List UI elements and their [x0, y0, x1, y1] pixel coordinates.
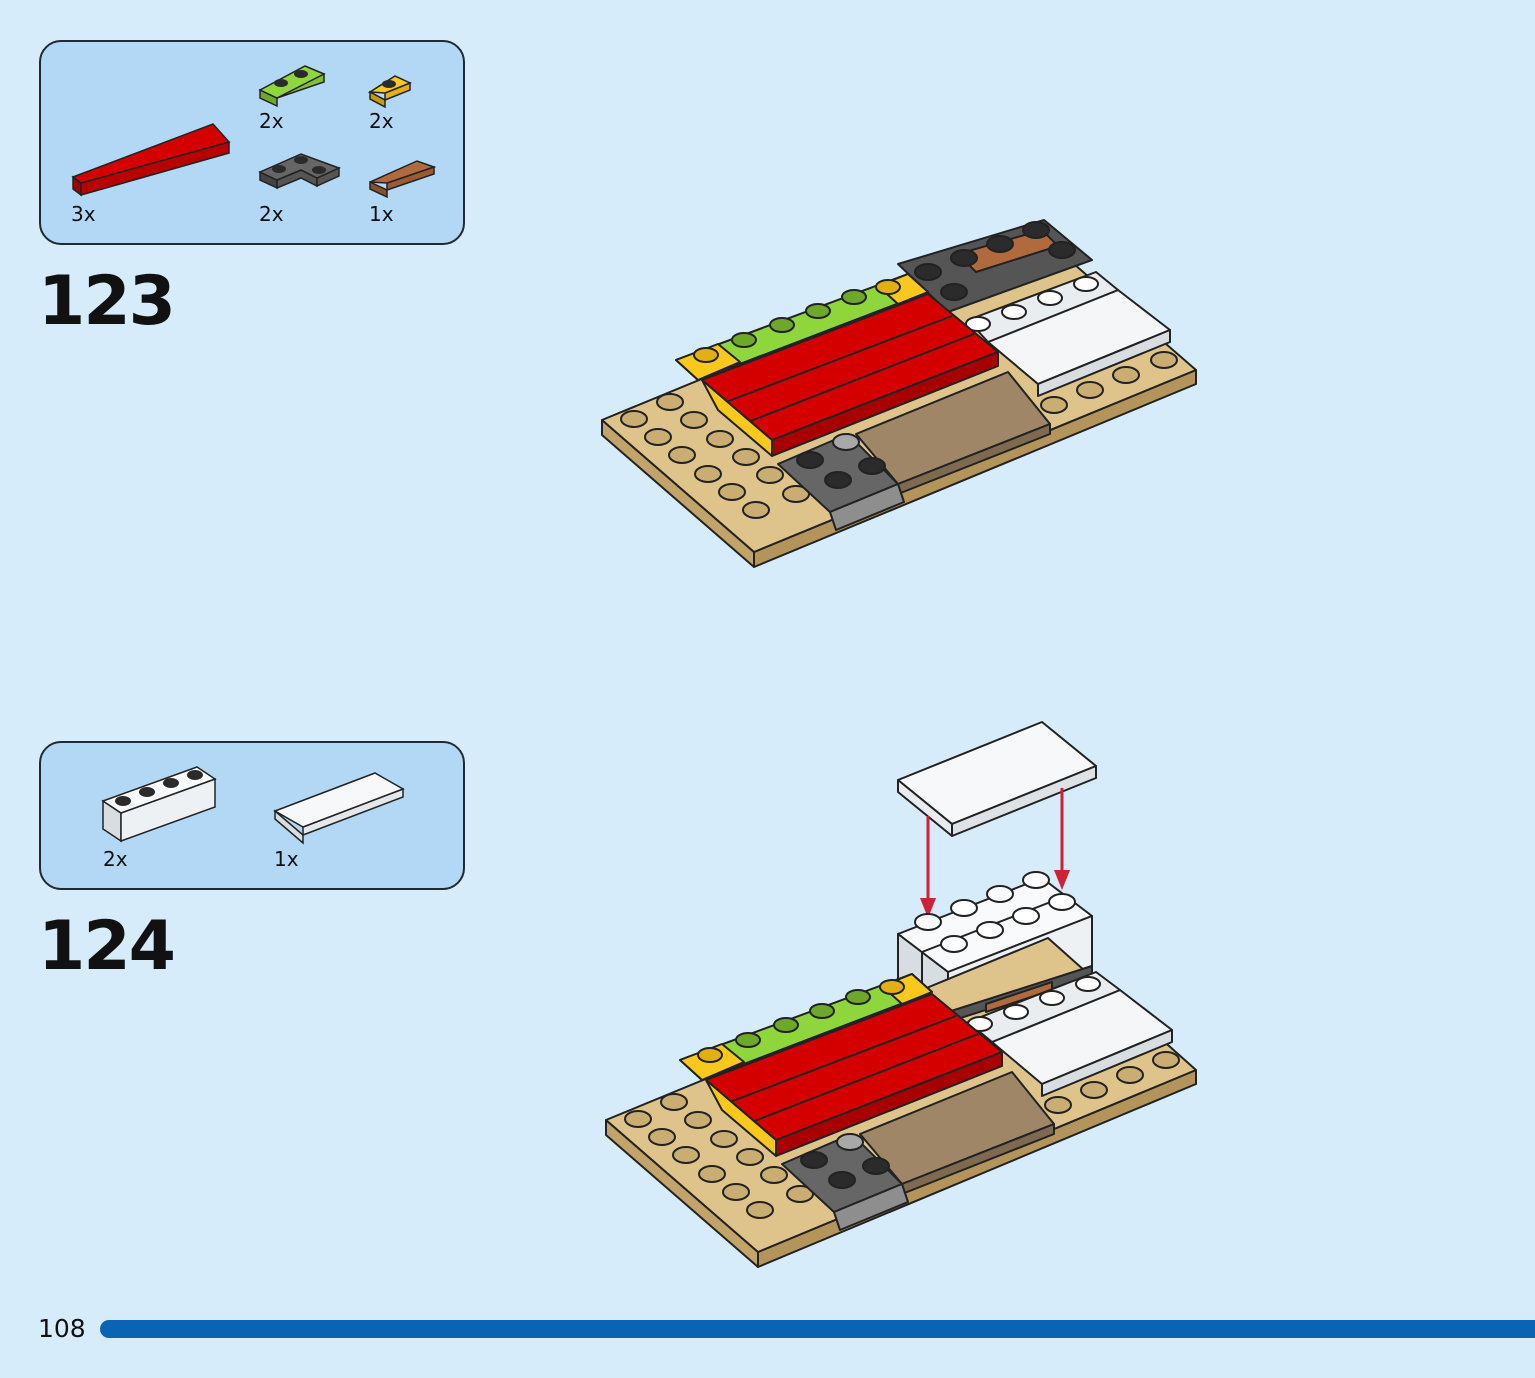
- parts-box-step-123: 3x 2x 2x 2x 1x: [39, 40, 465, 245]
- page-number: 108: [38, 1314, 86, 1343]
- brown-tile-1x2-icon: [369, 160, 437, 199]
- part-qty: 3x: [71, 202, 96, 226]
- part-qty: 2x: [259, 202, 284, 226]
- step-124-model: [605, 721, 1197, 1268]
- red-tile-1x8-icon: [71, 123, 231, 197]
- progress-bar: [100, 1320, 1535, 1338]
- part-qty: 1x: [369, 202, 394, 226]
- lime-plate-1x2-icon: [258, 65, 326, 108]
- dark-gray-corner-plate-icon: [258, 153, 341, 190]
- step-number: 123: [38, 262, 176, 341]
- part-qty: 1x: [274, 847, 299, 871]
- white-brick-1x4-icon: [101, 766, 217, 843]
- part-qty: 2x: [259, 109, 284, 133]
- placement-arrows: [920, 788, 1070, 918]
- step-123-model: [601, 219, 1197, 568]
- step-number: 124: [38, 907, 176, 986]
- parts-box-step-124: 2x 1x: [39, 741, 465, 890]
- white-tile-2x4-icon: [273, 772, 405, 845]
- yellow-plate-1x1-icon: [367, 75, 412, 109]
- part-qty: 2x: [369, 109, 394, 133]
- part-qty: 2x: [103, 847, 128, 871]
